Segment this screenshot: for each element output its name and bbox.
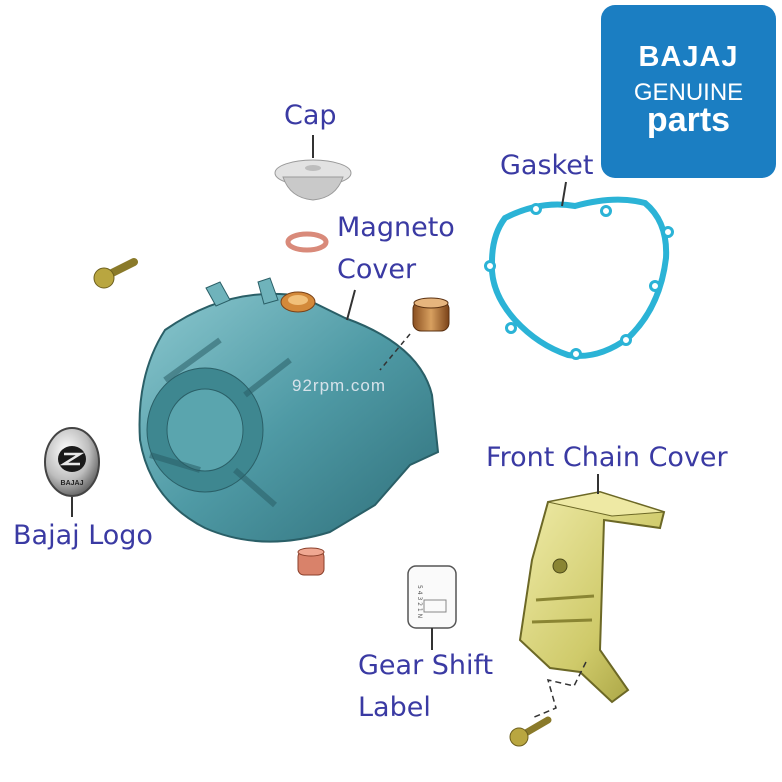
label-gear-shift-line1: Gear Shift bbox=[358, 650, 494, 681]
label-gear-shift-line2: Label bbox=[358, 692, 431, 723]
bushing-leader-line bbox=[379, 333, 411, 371]
spacer-part bbox=[297, 547, 325, 576]
gasket-leader-line bbox=[561, 181, 567, 207]
label-cap: Cap bbox=[284, 100, 337, 131]
bajaj-logo-emblem: BAJAJ bbox=[44, 427, 100, 497]
bushing-part bbox=[412, 297, 450, 332]
badge-brand: BAJAJ bbox=[638, 41, 739, 73]
watermark: 92rpm.com bbox=[292, 376, 387, 395]
badge-line1: GENUINE bbox=[633, 79, 744, 106]
bajaj-genuine-parts-badge: BAJAJ GENUINE parts bbox=[601, 5, 776, 178]
emblem-text: BAJAJ bbox=[61, 480, 84, 487]
gear-sequence-text: 5 4 3 2 1 N bbox=[416, 585, 423, 618]
chain-cover-bolt-part bbox=[509, 716, 552, 747]
magneto-cover-part bbox=[138, 277, 440, 543]
label-bajaj-logo: Bajaj Logo bbox=[13, 520, 153, 551]
gear-shift-label-part: 5 4 3 2 1 N bbox=[407, 565, 457, 629]
badge-line2: parts bbox=[646, 101, 731, 139]
label-front-chain-cover: Front Chain Cover bbox=[486, 442, 728, 473]
gasket-part bbox=[484, 196, 674, 360]
label-magneto-cover-line1: Magneto bbox=[337, 212, 455, 243]
o-ring-part bbox=[285, 231, 329, 253]
label-gasket: Gasket bbox=[500, 150, 594, 181]
chain-cover-bolt-leader-line bbox=[531, 661, 587, 719]
magneto-cover-leader-line bbox=[346, 289, 356, 321]
front-chain-cover-part bbox=[518, 490, 666, 704]
cap-part bbox=[274, 159, 352, 201]
bolt-part bbox=[93, 258, 138, 289]
label-magneto-cover-line2: Cover bbox=[337, 254, 417, 285]
